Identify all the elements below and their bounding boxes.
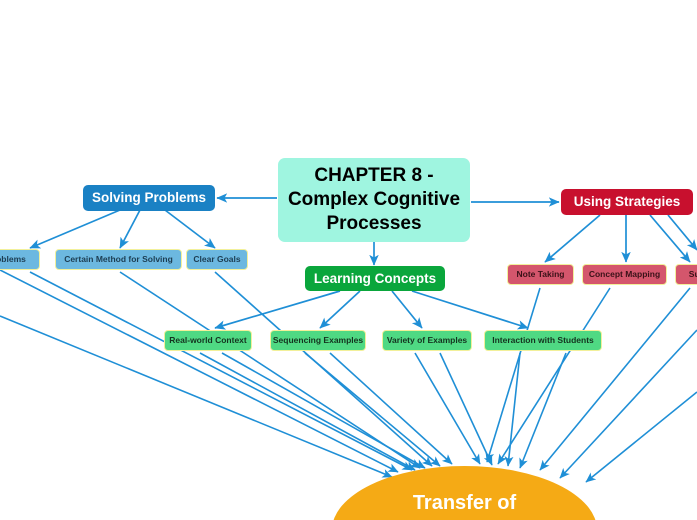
branch-node-learning-concepts-label: Learning Concepts [313, 270, 437, 286]
edge-red-to-transfer-d [559, 329, 697, 479]
leaf-node-strategies-2-label: Concept Mapping [588, 269, 661, 280]
edge-green-to-transfer-e [414, 352, 481, 465]
leaf-node-solving-2-label: Certain Method for Solving [64, 254, 173, 265]
leaf-node-solving-3-label: Clear Goals [193, 254, 241, 265]
leaf-node-concepts-3-label: Variety of Examples [386, 335, 468, 346]
leaf-node-strategies-2[interactable]: Concept Mapping [582, 264, 667, 285]
leaf-node-strategies-3-label: Sum [688, 269, 697, 280]
transfer-node-label: Transfer of [412, 492, 517, 514]
central-node[interactable]: CHAPTER 8 - Complex Cognitive Processes [278, 158, 470, 242]
central-node-label: CHAPTER 8 - Complex Cognitive Processes [287, 164, 461, 235]
leaf-node-concepts-4[interactable]: Interaction with Students [484, 330, 602, 351]
leaf-node-solving-1[interactable]: oblems [0, 249, 40, 270]
edge-strategies-leaf-3 [649, 214, 691, 263]
edge-concepts-leaf-1 [214, 290, 341, 330]
edge-leaf-to-transfer-a [0, 269, 399, 473]
edge-red-to-transfer-b [497, 287, 611, 465]
edge-green-to-transfer-h [519, 352, 567, 469]
edge-green-to-transfer-c [304, 352, 441, 467]
leaf-node-concepts-3[interactable]: Variety of Examples [382, 330, 472, 351]
edge-green-to-transfer-b [221, 352, 426, 469]
branch-node-solving-problems[interactable]: Solving Problems [83, 185, 215, 211]
edge-solving-leaf-2 [119, 209, 141, 249]
edge-strategies-leaf-4 [667, 214, 697, 251]
leaf-node-solving-1-label: oblems [0, 254, 26, 265]
edge-green-to-transfer-g [504, 352, 521, 467]
edge-green-to-transfer-a [199, 352, 416, 471]
branch-node-solving-problems-label: Solving Problems [91, 190, 207, 206]
branch-node-learning-concepts[interactable]: Learning Concepts [305, 266, 445, 291]
edge-solving-leaf-3 [164, 209, 216, 249]
edge-concepts-leaf-2 [319, 290, 361, 329]
transfer-node[interactable]: Transfer of [332, 466, 597, 520]
edge-concepts-leaf-3 [391, 290, 423, 329]
edge-solving-leaf-1 [29, 209, 121, 249]
leaf-node-strategies-3[interactable]: Sum [675, 264, 697, 285]
leaf-node-concepts-1[interactable]: Real-world Context [164, 330, 252, 351]
edge-red-to-transfer-c [539, 287, 691, 471]
branch-node-using-strategies-label: Using Strategies [573, 194, 681, 210]
edge-strategies-leaf-1 [544, 214, 601, 263]
leaf-node-strategies-1-label: Note Taking [516, 269, 565, 280]
edge-concepts-leaf-4 [411, 290, 529, 330]
leaf-node-concepts-4-label: Interaction with Students [492, 335, 594, 346]
leaf-node-concepts-1-label: Real-world Context [169, 335, 247, 346]
leaf-node-strategies-1[interactable]: Note Taking [507, 264, 574, 285]
edge-leaf-to-transfer-d [119, 271, 421, 469]
edge-leaf-to-transfer-c [29, 271, 413, 471]
leaf-node-concepts-2[interactable]: Sequencing Examples [270, 330, 366, 351]
branch-node-using-strategies[interactable]: Using Strategies [561, 189, 693, 215]
leaf-node-concepts-2-label: Sequencing Examples [272, 335, 364, 346]
edge-green-to-transfer-d [329, 352, 453, 465]
leaf-node-solving-2[interactable]: Certain Method for Solving [55, 249, 182, 270]
edge-green-to-transfer-f [439, 352, 493, 466]
leaf-node-solving-3[interactable]: Clear Goals [186, 249, 248, 270]
edge-red-to-transfer-a [485, 287, 541, 463]
edge-leaf-to-transfer-e [214, 271, 433, 467]
edge-red-to-transfer-e [585, 391, 697, 483]
